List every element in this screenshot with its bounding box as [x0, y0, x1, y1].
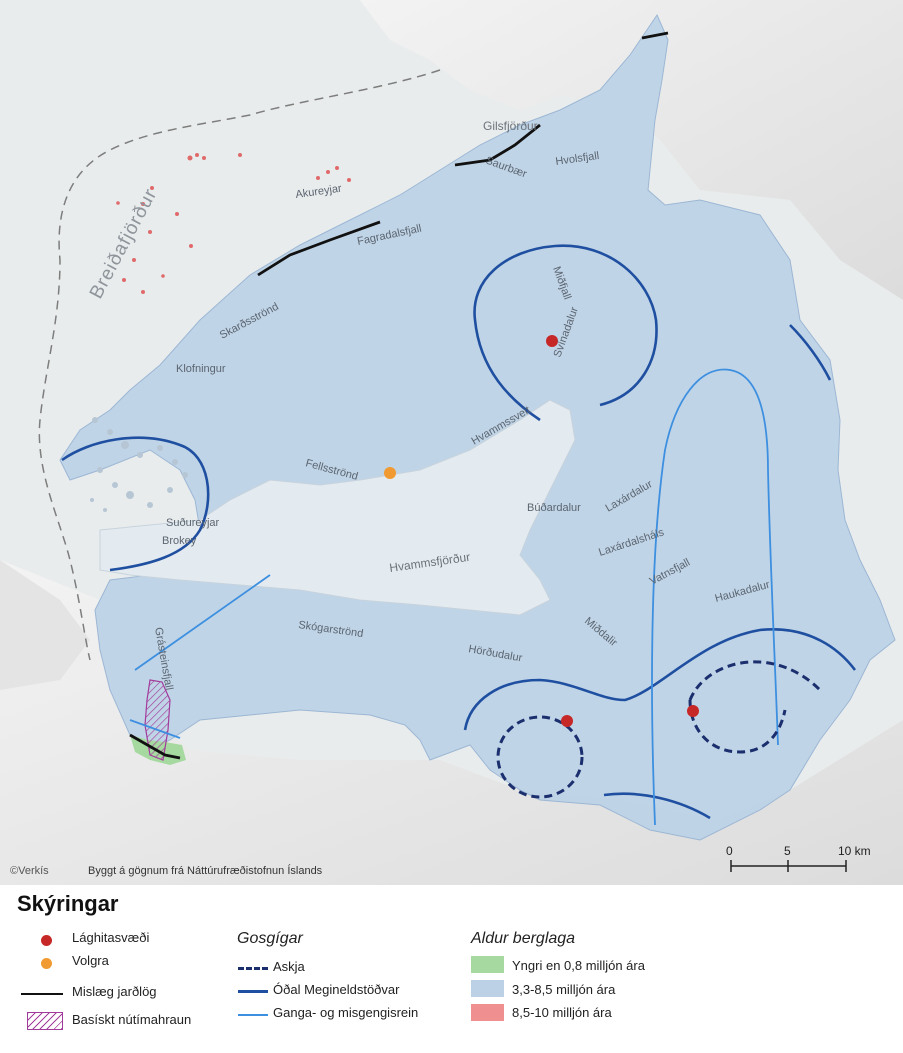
scale-bar: 0 5 10 km	[726, 844, 871, 872]
scale-tick-10: 10 km	[838, 844, 871, 858]
blue-swatch	[471, 980, 504, 997]
legend-item-yngri: Yngri en 0,8 milljón ára	[512, 958, 645, 973]
geology-map[interactable]: Gilsfjörður Saurbær Hvolsfjall Akureyjar…	[0, 0, 903, 885]
unconformity-lines	[129, 31, 669, 760]
thin-line-icon	[238, 1014, 268, 1016]
green-swatch	[471, 956, 504, 973]
study-area-polygon	[59, 13, 896, 841]
label-brokey: Brokey	[162, 535, 197, 547]
land-north	[360, 0, 903, 300]
legend-item-ganga: Ganga- og misgengisrein	[273, 1005, 419, 1020]
legend-item-basiskt: Basískt nútímahraun	[72, 1012, 192, 1027]
orange-dot-icon	[384, 467, 396, 479]
low-temperature-areas	[546, 335, 699, 727]
scale-tick-5: 5	[784, 844, 791, 858]
label-sudureyjar: Suðureyjar	[166, 517, 220, 529]
legend-item-eldri: 8,5-10 milljón ára	[512, 1005, 612, 1020]
land-west	[0, 560, 90, 690]
red-dot-icon	[546, 335, 558, 347]
legend-item-laghitasvaedi: Lághitasvæði	[72, 930, 150, 945]
label-budardalur: Búðardalur	[527, 502, 581, 514]
red-dot-icon	[41, 935, 52, 946]
legend-heading-aldur: Aldur berglaga	[471, 930, 576, 947]
dashed-line-icon	[238, 967, 268, 970]
legend-item-mislaeg: Mislæg jarðlög	[72, 984, 157, 999]
central-volcano-outlines	[61, 244, 857, 820]
land-south	[0, 560, 903, 885]
legend-item-odal: Óðal Megineldstöðvar	[273, 982, 400, 997]
red-islands	[116, 153, 351, 294]
black-line-icon	[21, 993, 63, 995]
legend-item-midaldur: 3,3-8,5 milljón ára	[512, 982, 616, 997]
map-canvas: Gilsfjörður Saurbær Hvolsfjall Akureyjar…	[0, 0, 903, 885]
dike-fault-lines	[129, 368, 779, 826]
orange-dot-icon	[41, 958, 52, 969]
hvammsfjordur-water	[99, 399, 576, 616]
legend-item-volgra: Volgra	[72, 953, 109, 968]
data-source-credit: Byggt á gögnum frá Náttúrufræðistofnun Í…	[88, 865, 323, 877]
hatched-box-icon	[27, 1012, 63, 1030]
red-swatch	[471, 1004, 504, 1021]
label-klofningur: Klofningur	[176, 363, 226, 375]
legend: Skýringar Lághitasvæði Volgra Mislæg jar…	[0, 885, 903, 1053]
legend-heading-gosgigar: Gosgígar	[237, 930, 303, 947]
solid-line-icon	[238, 990, 268, 993]
breidafjordur-boundary	[38, 69, 441, 661]
basaltic-lava-area	[144, 679, 171, 761]
red-dot-icon	[687, 705, 699, 717]
caldera-outlines	[496, 660, 822, 799]
island-clusters	[90, 417, 188, 512]
legend-item-askja: Askja	[273, 959, 305, 974]
red-dot-icon	[561, 715, 573, 727]
credit-verkis: ©Verkís	[10, 865, 49, 877]
legend-title: Skýringar	[17, 891, 119, 916]
scale-tick-0: 0	[726, 844, 733, 858]
label-gilsfjordur: Gilsfjörður	[483, 119, 538, 133]
